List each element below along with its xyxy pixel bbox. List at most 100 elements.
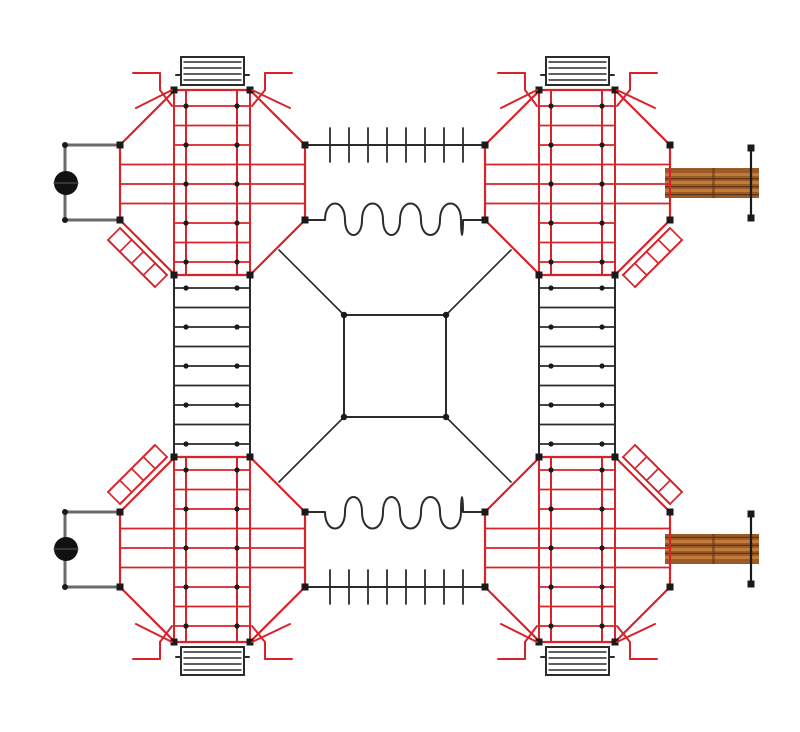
bolt xyxy=(183,142,189,148)
slide-step xyxy=(118,479,133,494)
central-rope-net xyxy=(278,249,512,483)
bolt xyxy=(183,584,189,590)
post xyxy=(666,216,674,224)
handle xyxy=(616,89,631,107)
post xyxy=(481,141,489,149)
post xyxy=(611,86,619,94)
slide-step xyxy=(154,444,168,458)
net-rope xyxy=(445,249,512,316)
bolt xyxy=(548,545,554,551)
post xyxy=(535,86,543,94)
handle xyxy=(524,89,538,107)
vertical-bridges xyxy=(170,271,619,461)
post xyxy=(170,453,178,461)
net-knot xyxy=(340,311,348,319)
bolt xyxy=(548,441,554,447)
bolt xyxy=(183,363,189,369)
slide-step xyxy=(107,227,121,241)
bolt xyxy=(234,623,240,629)
bolt xyxy=(183,285,189,291)
bolt xyxy=(599,363,605,369)
bolt xyxy=(234,220,240,226)
vertical-rung-bridge-right xyxy=(535,271,619,461)
slide-step xyxy=(657,238,672,253)
wave-tube xyxy=(324,496,464,530)
entry-box xyxy=(545,646,610,676)
net-knot xyxy=(442,413,450,421)
post xyxy=(611,638,619,646)
bolt xyxy=(234,285,240,291)
bolt xyxy=(548,363,554,369)
post xyxy=(535,453,543,461)
tire-swing-bottom-left xyxy=(53,509,122,590)
post xyxy=(747,144,755,152)
bolt xyxy=(234,324,240,330)
bolt xyxy=(548,103,554,109)
attachments xyxy=(53,142,759,590)
slides xyxy=(107,227,683,505)
bolt xyxy=(599,324,605,330)
post xyxy=(170,86,178,94)
bolt xyxy=(599,623,605,629)
post xyxy=(170,271,178,279)
post xyxy=(246,86,254,94)
bolt xyxy=(599,506,605,512)
bolt xyxy=(183,103,189,109)
bolt xyxy=(234,467,240,473)
bolt xyxy=(548,584,554,590)
handle xyxy=(135,89,173,109)
net-knot xyxy=(340,413,348,421)
bolt xyxy=(183,467,189,473)
post xyxy=(611,453,619,461)
slide-step xyxy=(669,491,683,505)
handle xyxy=(251,625,266,643)
bolt xyxy=(183,402,189,408)
bolt xyxy=(599,402,605,408)
horizontal-bridge-bottom-pole xyxy=(304,569,488,605)
central-rope-net xyxy=(278,249,512,483)
bolt xyxy=(599,181,605,187)
bolt xyxy=(548,259,554,265)
slide-step xyxy=(142,455,157,470)
handle xyxy=(251,623,291,643)
tire-swing-top-left xyxy=(53,142,122,223)
post xyxy=(301,583,309,591)
bolt xyxy=(183,324,189,330)
bolt xyxy=(62,509,68,515)
bolt xyxy=(62,584,68,590)
handle xyxy=(251,89,266,107)
slide-step xyxy=(645,250,660,265)
bolt xyxy=(183,441,189,447)
tower-handles xyxy=(132,72,293,109)
slide-step xyxy=(107,491,121,505)
slide-step xyxy=(130,250,145,265)
post xyxy=(481,216,489,224)
bolt xyxy=(234,506,240,512)
handle xyxy=(616,625,631,643)
bolt xyxy=(548,324,554,330)
handle xyxy=(251,89,291,109)
slide-step xyxy=(154,274,168,288)
bolt xyxy=(183,220,189,226)
bolt xyxy=(62,142,68,148)
bench-joint xyxy=(712,534,715,564)
bolt xyxy=(183,259,189,265)
post xyxy=(116,141,124,149)
bolt xyxy=(548,181,554,187)
bolt xyxy=(548,285,554,291)
bolt xyxy=(234,545,240,551)
bolt xyxy=(234,142,240,148)
entry-box xyxy=(545,56,610,86)
slide-step xyxy=(118,238,133,253)
slide-step xyxy=(130,467,145,482)
bolt xyxy=(548,220,554,226)
net-knot xyxy=(442,311,450,319)
bolt xyxy=(599,142,605,148)
bolt xyxy=(599,285,605,291)
wooden-bench-top-right xyxy=(665,144,759,222)
post xyxy=(301,508,309,516)
tower-entry-frame xyxy=(175,646,250,676)
bolt xyxy=(234,441,240,447)
